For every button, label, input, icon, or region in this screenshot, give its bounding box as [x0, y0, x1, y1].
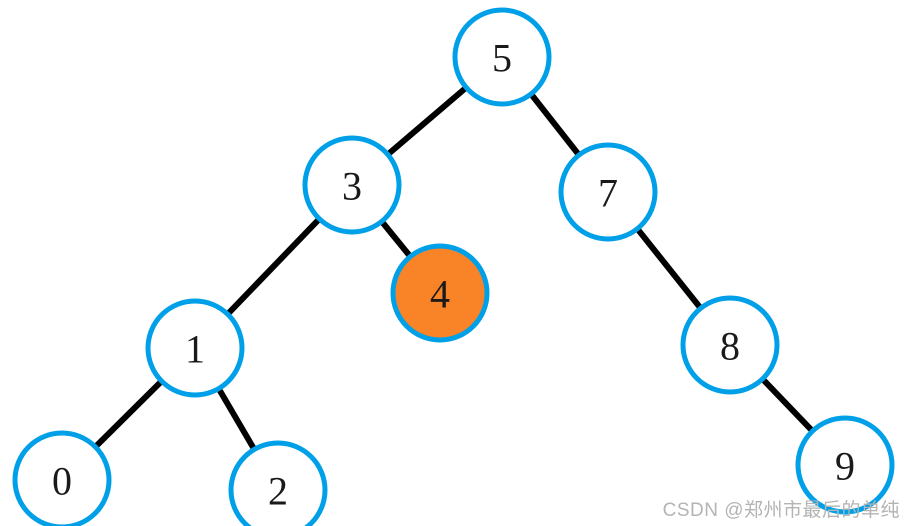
tree-node-3[interactable]: 3 — [302, 135, 402, 235]
node-label-2: 2 — [268, 469, 288, 514]
tree-node-9[interactable]: 9 — [795, 415, 895, 515]
tree-edge-5-7 — [528, 92, 582, 157]
nodes-layer: 5 3 7 1 4 8 0 2 9 — [12, 7, 895, 526]
node-label-8: 8 — [720, 324, 740, 369]
node-label-4: 4 — [430, 272, 450, 317]
node-circle-9[interactable] — [795, 415, 895, 515]
tree-node-8[interactable]: 8 — [680, 295, 780, 395]
tree-node-4[interactable]: 4 — [390, 243, 490, 343]
tree-node-1[interactable]: 1 — [145, 298, 245, 398]
node-label-5: 5 — [492, 36, 512, 81]
node-circle-3[interactable] — [302, 135, 402, 235]
node-label-9: 9 — [835, 444, 855, 489]
csdn-watermark: CSDN @郑州市最后的单纯 — [662, 500, 900, 521]
node-label-3: 3 — [342, 164, 362, 209]
node-circle-7[interactable] — [558, 142, 658, 242]
node-circle-2[interactable] — [228, 440, 328, 526]
node-label-7: 7 — [598, 171, 618, 216]
tree-edge-8-9 — [760, 376, 815, 434]
tree-edge-7-8 — [634, 226, 704, 311]
node-circle-1[interactable] — [145, 298, 245, 398]
tree-node-2[interactable]: 2 — [228, 440, 328, 526]
tree-edge-3-1 — [225, 216, 322, 317]
node-label-0: 0 — [52, 459, 72, 504]
edges-layer — [93, 85, 815, 451]
tree-node-0[interactable]: 0 — [12, 430, 112, 526]
tree-edge-3-4 — [379, 219, 413, 259]
tree-node-7[interactable]: 7 — [558, 142, 658, 242]
tree-edge-1-0 — [93, 378, 164, 450]
tree-edge-1-2 — [216, 387, 257, 451]
node-circle-5[interactable] — [452, 7, 552, 107]
tree-node-5[interactable]: 5 — [452, 7, 552, 107]
node-label-1: 1 — [185, 327, 205, 372]
node-circle-0[interactable] — [12, 430, 112, 526]
tree-edge-5-3 — [385, 85, 469, 157]
node-circle-8[interactable] — [680, 295, 780, 395]
node-circle-4[interactable] — [390, 243, 490, 343]
